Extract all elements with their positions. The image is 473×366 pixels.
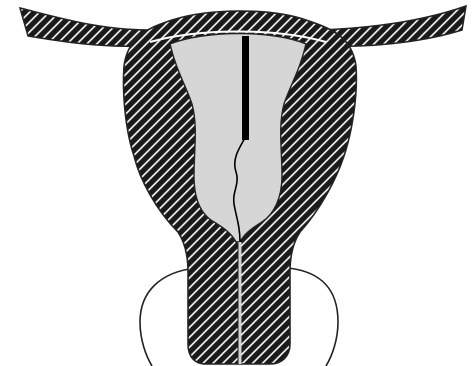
cervix-outline-right <box>288 268 338 366</box>
uterine-septum <box>242 36 249 140</box>
